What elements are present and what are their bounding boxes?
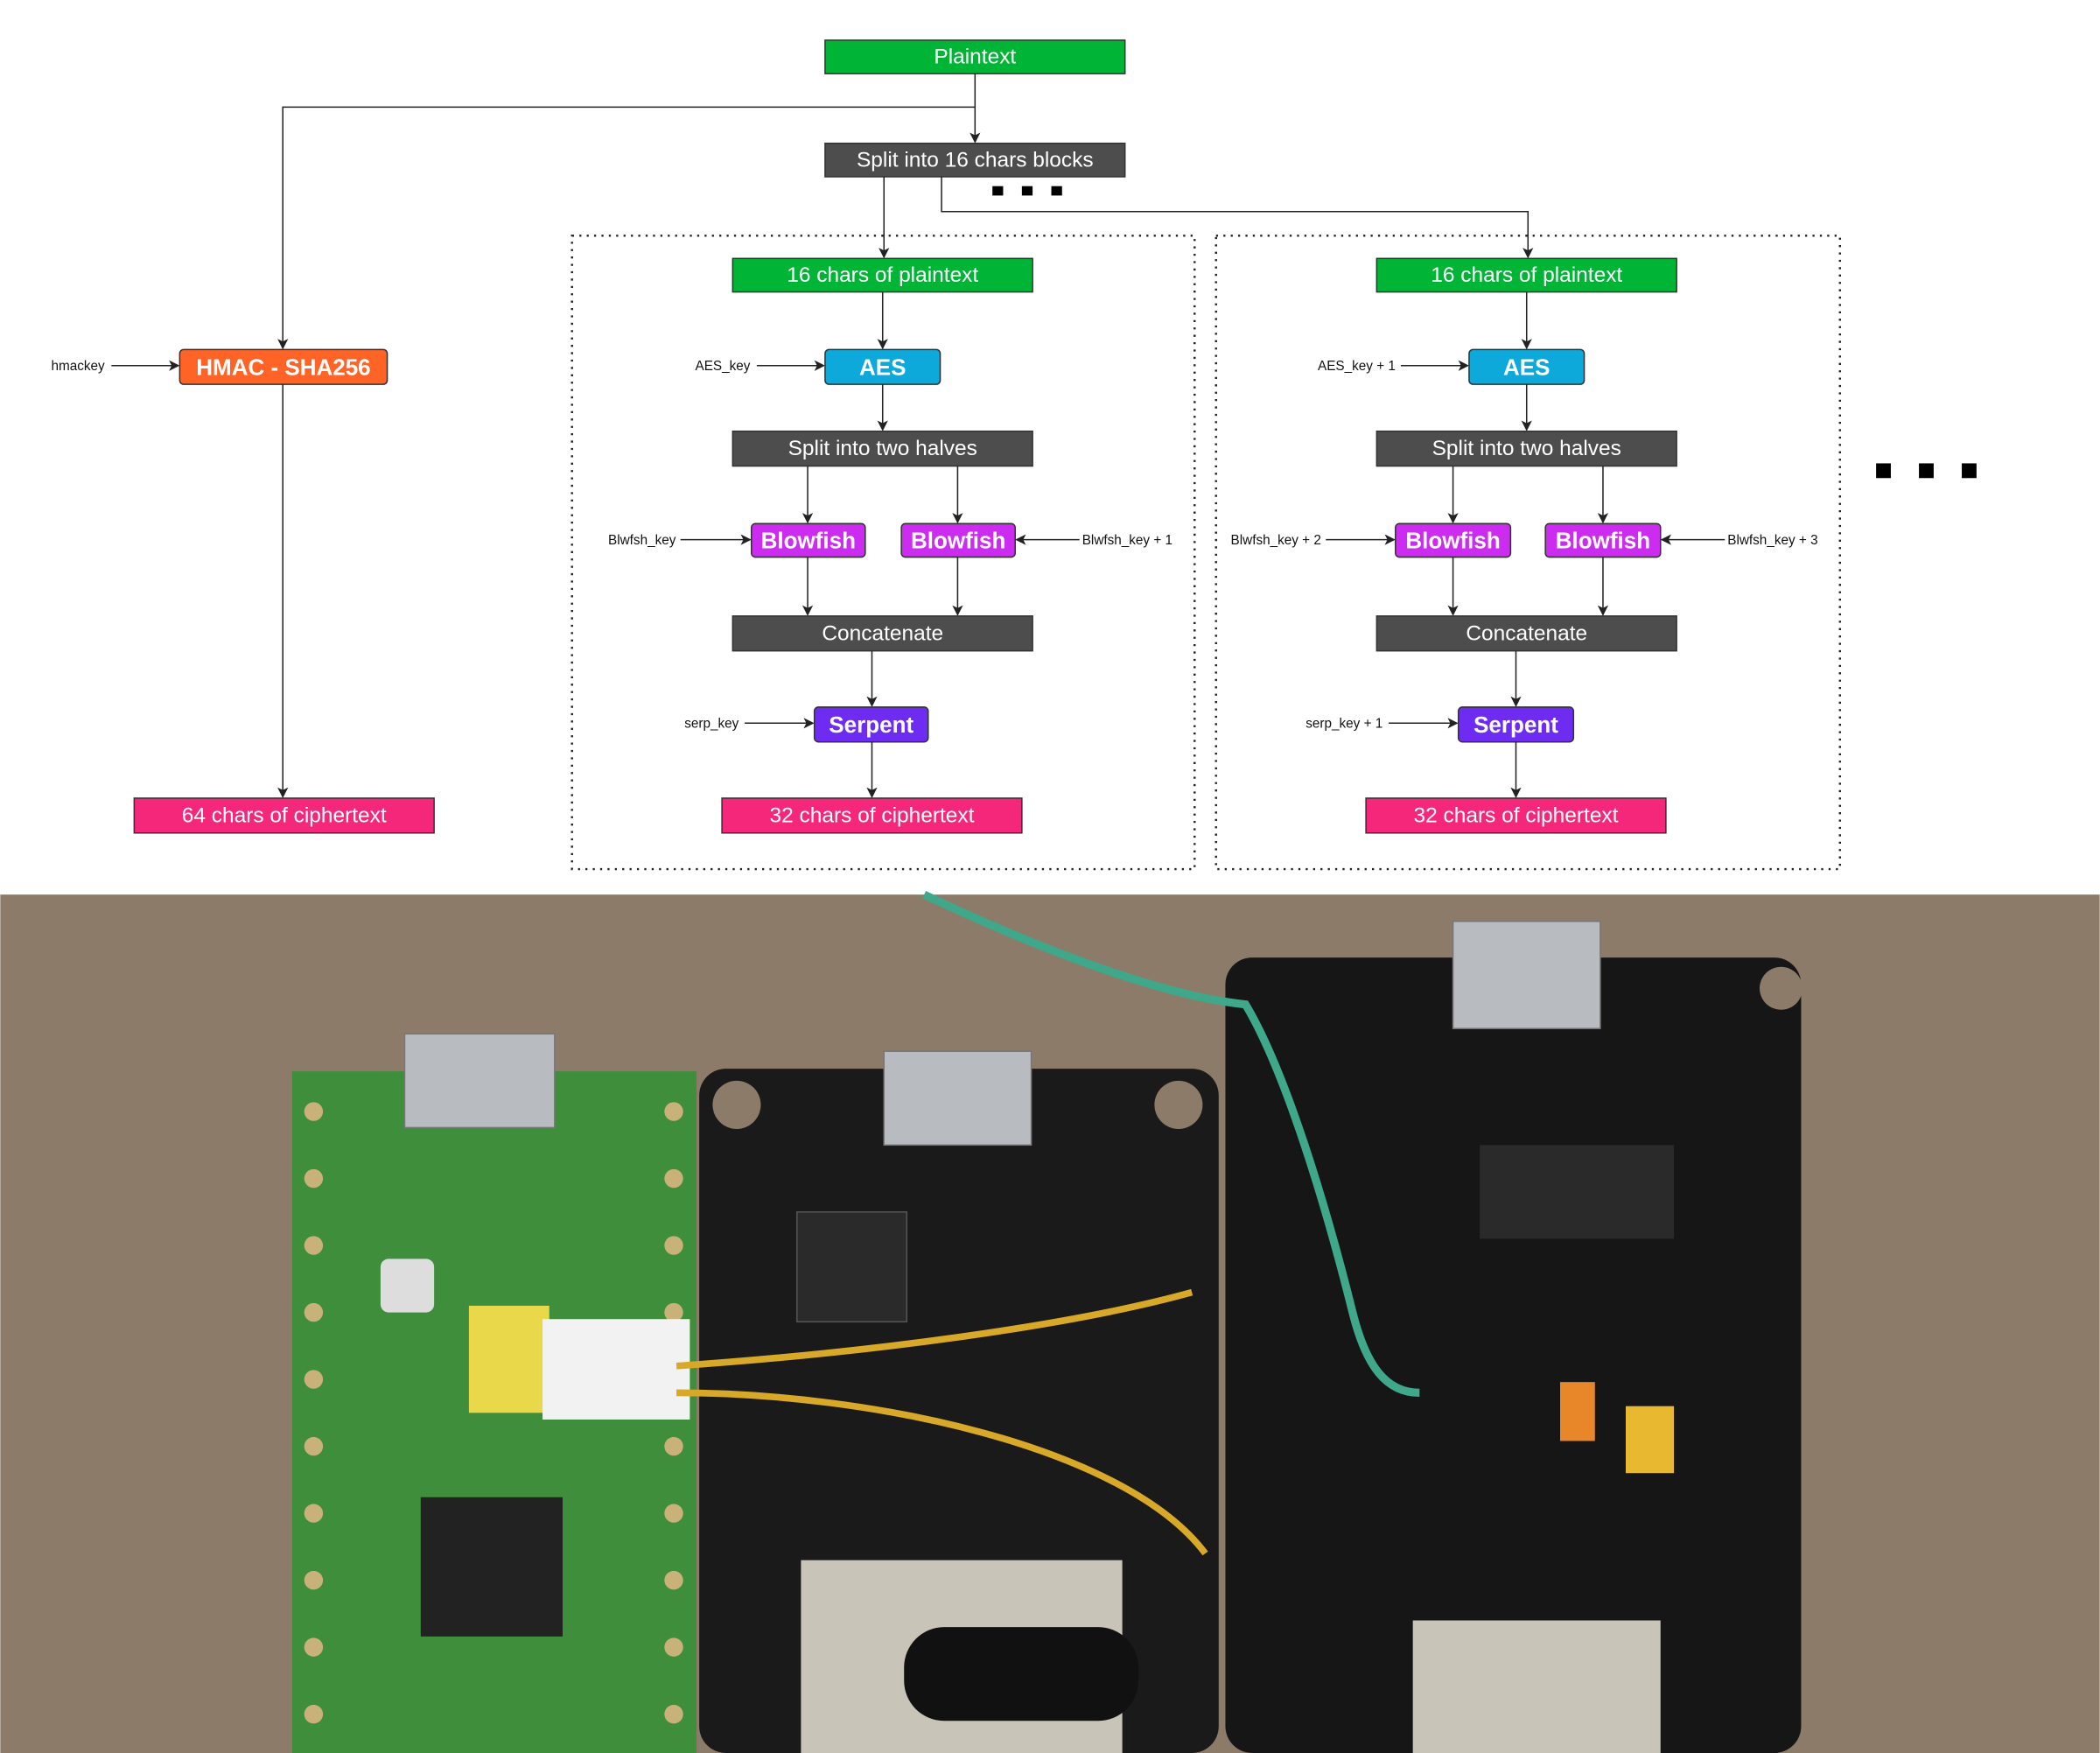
blowfish-right-label: Blowfish (911, 527, 1005, 553)
blowfish-left-label: Blowfish (1405, 527, 1500, 553)
block-boundary (1214, 235, 1842, 871)
hmac-output-label: 64 chars of ciphertext (182, 803, 387, 827)
aes-label: AES (1503, 354, 1550, 380)
serpent-label: Serpent (1474, 712, 1558, 738)
split-blocks-label: Split into 16 chars blocks (857, 148, 1094, 172)
nodemcu-lolin-board (1225, 920, 1802, 1753)
block-boundary (570, 235, 1196, 871)
concatenate-box (1376, 615, 1677, 652)
blowfish-right-key-label: Blwfsh_key + 3 (1727, 533, 1817, 548)
block-output-label: 32 chars of ciphertext (770, 803, 975, 827)
split-halves-box (732, 430, 1033, 467)
block-input-label: 16 chars of plaintext (1431, 263, 1622, 287)
split-halves-label: Split into two halves (1432, 437, 1621, 460)
split-blocks-box (824, 142, 1126, 178)
concatenate-label: Concatenate (1466, 621, 1587, 645)
flow-diagram: Plaintext Split into 16 chars blocks hma… (51, 39, 1977, 871)
blowfish-right-label: Blowfish (1556, 527, 1650, 553)
block-output-box (1365, 797, 1667, 834)
block-output-label: 32 chars of ciphertext (1414, 803, 1619, 827)
hmac-label: HMAC - SHA256 (196, 354, 370, 380)
block-output-box (721, 797, 1023, 834)
raspberry-pi-pico-board (291, 1033, 697, 1753)
block-2: 16 chars of plaintext AES_key + 1 AES Sp… (1214, 235, 1842, 871)
serpent-label: Serpent (829, 712, 914, 738)
serp-key-label: serp_key (684, 717, 738, 732)
wires (676, 891, 1420, 1556)
serp-key-label: serp_key + 1 (1306, 717, 1382, 732)
ellipsis-icon (1876, 463, 1977, 479)
hmac-key-label: hmackey (51, 359, 105, 374)
split-halves-label: Split into two halves (788, 437, 977, 460)
arrow-to-hmac (277, 106, 976, 350)
esp32-board (699, 1050, 1219, 1753)
arrow (941, 176, 1534, 259)
aes-key-label: AES_key (696, 359, 751, 374)
blowfish-left-label: Blowfish (761, 527, 856, 553)
plaintext-label: Plaintext (934, 46, 1016, 69)
hardware-photo (0, 891, 2100, 1753)
ellipsis-icon (992, 186, 1062, 196)
concatenate-label: Concatenate (822, 621, 943, 645)
blowfish-right-key-label: Blwfsh_key + 1 (1082, 533, 1172, 548)
concatenate-box (732, 615, 1033, 652)
blowfish-left-key-label: Blwfsh_key + 2 (1231, 533, 1321, 548)
aes-label: AES (859, 354, 906, 380)
split-halves-box (1376, 430, 1677, 467)
aes-key-label: AES_key + 1 (1318, 359, 1396, 374)
plaintext-box (824, 39, 1126, 74)
block-input-label: 16 chars of plaintext (787, 263, 978, 287)
hmac-output-box (133, 797, 435, 834)
blowfish-left-key-label: Blwfsh_key (608, 533, 676, 548)
block-1: 16 chars of plaintext AES_key AES Split … (570, 235, 1196, 871)
block-input-box (732, 257, 1033, 293)
